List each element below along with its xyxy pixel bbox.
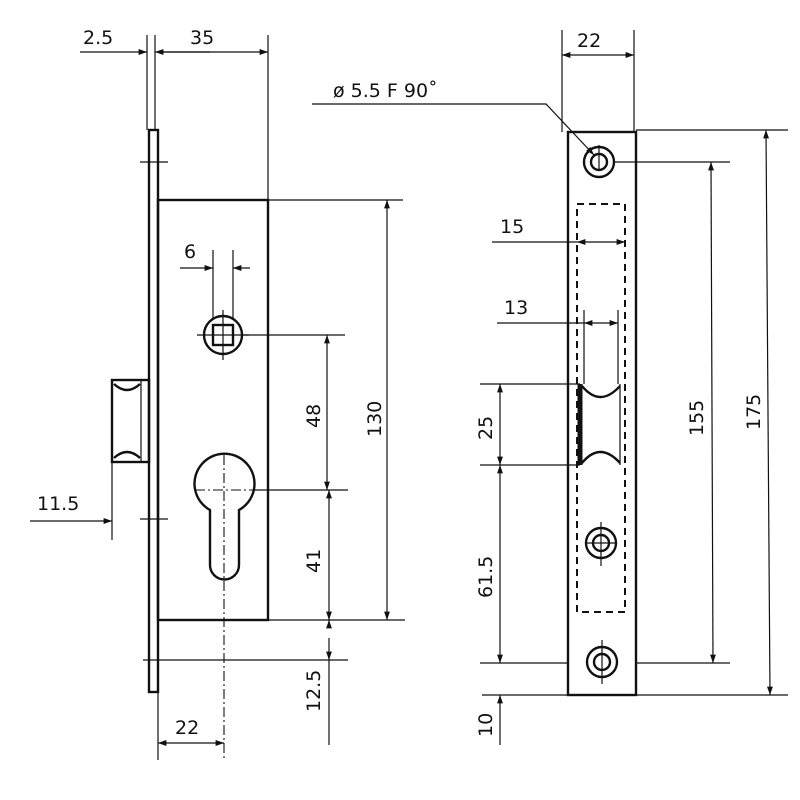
lock-body-view: 2.5 35 6 48 41 130 11.5 12.5 22: [30, 27, 405, 760]
dim-latch-projection: 11.5: [37, 493, 79, 515]
dim-body-height: 130: [364, 401, 386, 437]
dim-latch-slot-width: 15: [500, 216, 524, 238]
cylinder-hole-icon: [193, 452, 256, 760]
latch-bolt: [110, 378, 151, 464]
dim-backset: 35: [190, 27, 214, 49]
dim-cylinder-backset: 22: [175, 717, 199, 739]
screw-hole-middle-icon: [584, 522, 618, 566]
faceplate-side: [147, 128, 160, 694]
dim-latch-to-screw: 61.5: [475, 556, 497, 598]
body-outline-hidden: [576, 203, 626, 613]
lock-body: [156, 198, 270, 622]
dim-faceplate-thickness: 2.5: [83, 27, 113, 49]
screw-hole-bottom-icon: [585, 640, 619, 684]
dim-latch-width: 13: [504, 297, 528, 319]
faceplate-front-view: ø 5.5 F 90˚ 22 15 13 25 61.5 10 155 175: [312, 30, 788, 745]
dim-faceplate-height: 175: [743, 394, 765, 430]
dim-spindle-to-cylinder: 48: [303, 404, 325, 428]
dim-cylinder-to-bottom: 41: [303, 549, 325, 573]
dim-faceplate-width: 22: [577, 30, 601, 52]
dim-screw-edge-offset: 10: [475, 713, 497, 737]
dim-faceplate-overhang: 12.5: [303, 670, 325, 712]
note-screw-hole: ø 5.5 F 90˚: [333, 80, 438, 102]
latch-front: [577, 310, 621, 465]
dim-latch-height: 25: [475, 416, 497, 440]
dim-screw-spacing: 155: [686, 400, 708, 436]
spindle-hole-icon: [197, 310, 249, 360]
dim-spindle-square: 6: [184, 241, 196, 263]
